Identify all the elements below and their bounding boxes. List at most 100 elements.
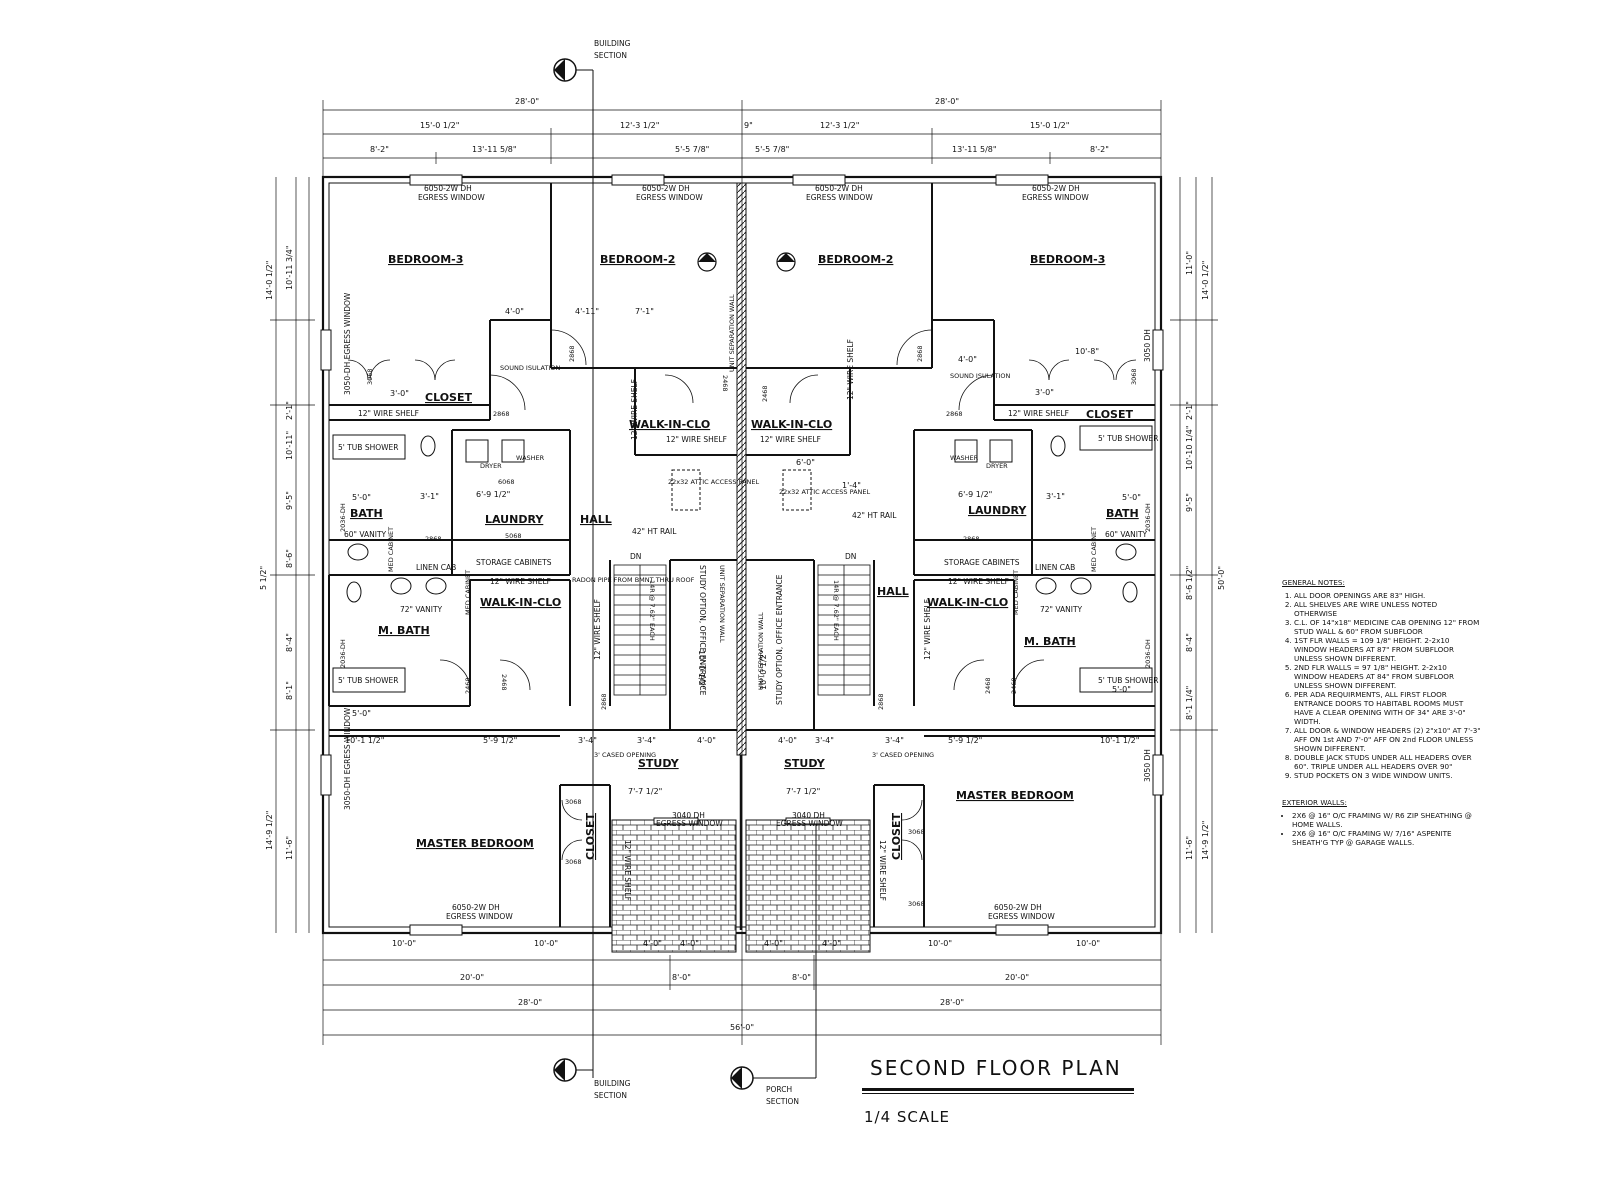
dim-overall-56: 56'-0" — [730, 1023, 754, 1032]
dim-top-8-2-left: 8'-2" — [370, 145, 389, 154]
wire-shelf-closet-left: 12" WIRE SHELF — [358, 409, 419, 418]
dim-left-14: 14'-0 1/2" — [265, 261, 274, 300]
window-3050-right-bottom: 3050 DH — [1143, 749, 1152, 782]
section-cut-lines — [565, 69, 817, 1079]
dim-int-3-4-d: 3'-4" — [885, 736, 904, 745]
dimension-lines — [270, 100, 1218, 1045]
dim-int-4-0-a: 4'-0" — [505, 307, 524, 316]
windows — [320, 174, 1164, 936]
window-3040-left: 3040 DH — [672, 811, 705, 820]
note-item: C.L. OF 14"x18" MEDICINE CAB OPENING 12"… — [1294, 618, 1482, 636]
tub-shower-bath-right: 5' TUB SHOWER — [1098, 434, 1159, 443]
window-label-top3: 6050-2W DH — [815, 184, 863, 193]
title-underline-thin — [862, 1093, 1134, 1094]
stairs-dn-left: DN — [630, 552, 641, 561]
building-section-top-line2: SECTION — [594, 51, 627, 60]
dim-bot-20-right: 20'-0" — [1005, 973, 1029, 982]
general-notes-list: ALL DOOR OPENINGS ARE 83" HIGH. ALL SHEL… — [1282, 591, 1482, 780]
door-tag-2868-a: 2868 — [493, 410, 510, 418]
door-tag-3068-f: 3068 — [908, 900, 925, 908]
dim-right-9-5: 9'-5" — [1185, 493, 1194, 512]
cased-opening-right: 3' CASED OPENING — [872, 751, 934, 759]
dim-top-8-2-right: 8'-2" — [1090, 145, 1109, 154]
room-hall-right: HALL — [877, 585, 909, 598]
dim-right-8-4: 8'-4" — [1185, 633, 1194, 652]
dim-bot-10-b: 10'-0" — [534, 939, 558, 948]
dim-top-5-right: 5'-5 7/8" — [755, 145, 789, 154]
dim-int-5-9-a: 5'-9 1/2" — [483, 736, 517, 745]
washer-left: WASHER — [516, 454, 545, 462]
drawing-title: SECOND FLOOR PLAN — [870, 1056, 1122, 1080]
window-egress-top1: EGRESS WINDOW — [418, 193, 485, 202]
wire-shelf-closet-right: 12" WIRE SHELF — [1008, 409, 1069, 418]
door-tag-2468-a: 2468 — [721, 375, 729, 392]
unit-separation-wall — [736, 182, 747, 930]
window-3050-left-bottom: 3050-DH EGRESS WINDOW — [343, 707, 352, 810]
exterior-wall-item: 2X6 @ 16" O/C FRAMING W/ 7/16" ASPENITE … — [1292, 829, 1482, 847]
dim-int-6-0: 6'-0" — [796, 458, 815, 467]
dim-int-4-0-b: 4'-0" — [958, 355, 977, 364]
wire-shelf-lower-right: 12" WIRE SHELF — [948, 577, 1009, 586]
room-study-left: STUDY — [638, 757, 680, 770]
window-egress-bottom2: EGRESS WINDOW — [988, 912, 1055, 921]
window-label-bottom1: 6050-2W DH — [452, 903, 500, 912]
wire-shelf-study-right: 12" WIRE SHELF — [878, 840, 887, 901]
door-tag-3068-a: 3068 — [366, 368, 374, 385]
radon-pipe: RADON PIPE FROM BMNT THRU ROOF — [572, 576, 695, 584]
dim-left-9-5: 9'-5" — [285, 491, 294, 510]
door-tag-2868-h: 2868 — [877, 693, 885, 710]
dim-left-8-6: 8'-6" — [285, 549, 294, 568]
note-item: ALL SHELVES ARE WIRE UNLESS NOTED OTHERW… — [1294, 600, 1482, 618]
dim-right-50: 50'-0" — [1217, 566, 1226, 590]
window-label-bottom2: 6050-2W DH — [994, 903, 1042, 912]
general-notes: GENERAL NOTES: ALL DOOR OPENINGS ARE 83"… — [1282, 578, 1482, 847]
room-bedroom3-right: BEDROOM-3 — [1030, 253, 1105, 266]
vanity60-right: 60" VANITY — [1105, 530, 1148, 539]
fixtures — [332, 425, 1153, 693]
vanity60-left: 60" VANITY — [344, 530, 387, 539]
stairs-rise-left: 14R @ 7.62" EACH — [648, 580, 656, 641]
cased-opening-left: 3' CASED OPENING — [594, 751, 656, 759]
note-item: STUD POCKETS ON 3 WIDE WINDOW UNITS. — [1294, 771, 1482, 780]
dim-int-10-8: 10'-8" — [1075, 347, 1099, 356]
dim-left-10b: 10'-11" — [285, 431, 294, 460]
sound-insulation-right: SOUND ISULATION — [950, 372, 1010, 380]
dim-top-12-right: 12'-3 1/2" — [820, 121, 859, 130]
dim-bot-4-a: 4'-0" — [643, 939, 662, 948]
dim-right-8-1: 8'-1 1/4" — [1185, 686, 1194, 720]
room-bath-left: BATH — [350, 507, 383, 520]
dim-right-14-9: 14'-9 1/2" — [1201, 821, 1210, 860]
stairs-right — [817, 564, 871, 696]
dim-right-10: 10'-10 1/4" — [1185, 425, 1194, 470]
dim-bot-10-d: 10'-0" — [1076, 939, 1100, 948]
title-underline — [862, 1088, 1134, 1091]
section-marker-top — [553, 58, 577, 82]
door-tag-2868-f: 2868 — [963, 535, 980, 543]
wire-shelf-study-left: 12" WIRE SHELF — [623, 840, 632, 901]
door-tag-2868-b: 2868 — [946, 410, 963, 418]
study-option-left: STUDY OPTION, OFFICE ENTRANCE — [698, 565, 707, 696]
door-swings — [347, 329, 1137, 861]
room-bedroom2-right: BEDROOM-2 — [818, 253, 893, 266]
dim-bot-8-right: 8'-0" — [792, 973, 811, 982]
rail-right: 42" HT RAIL — [852, 511, 897, 520]
dim-left-10: 10'-11 3/4" — [285, 245, 294, 290]
attic-access-right: 22x32 ATTIC ACCESS PANEL — [779, 488, 870, 496]
window-label-top2: 6050-2W DH — [642, 184, 690, 193]
room-closet-study-right: CLOSET — [890, 813, 903, 860]
dim-int-5-0-d: 5'-0" — [1112, 685, 1131, 694]
door-tag-2868-e: 2868 — [425, 535, 442, 543]
window-3040-right-egress: EGRESS WINDOW — [776, 819, 843, 828]
dim-int-3-1-b: 3'-1" — [1046, 492, 1065, 501]
door-tag-2468-c: 2468 — [500, 674, 508, 691]
window-egress-top3: EGRESS WINDOW — [806, 193, 873, 202]
note-item: ALL DOOR OPENINGS ARE 83" HIGH. — [1294, 591, 1482, 600]
dim-int-5-0-b: 5'-0" — [1122, 493, 1141, 502]
building-section-top-line1: BUILDING — [594, 39, 631, 48]
room-mbath-left: M. BATH — [378, 624, 430, 637]
storage-cab-right: STORAGE CABINETS — [944, 558, 1020, 567]
med-cab-bath-right: MED CABINET — [1090, 527, 1098, 572]
dim-int-7-1: 7'-1" — [635, 307, 654, 316]
dim-bot-28-left: 28'-0" — [518, 998, 542, 1007]
